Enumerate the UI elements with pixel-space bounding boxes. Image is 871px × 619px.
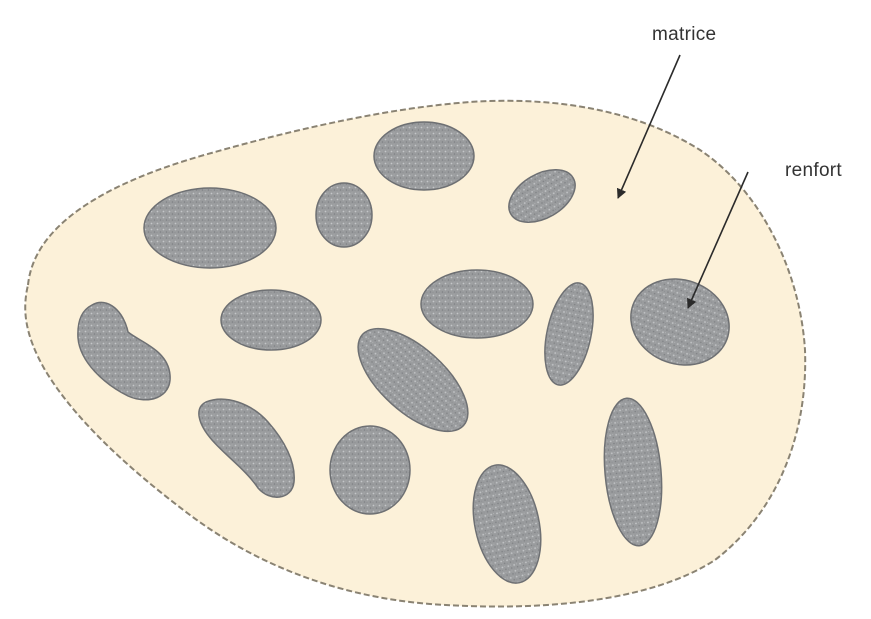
particle: [316, 183, 372, 247]
particle: [330, 426, 410, 514]
reinforcement-label: renfort: [785, 160, 842, 181]
particle: [374, 122, 474, 190]
matrix-label: matrice: [652, 24, 716, 45]
particle: [144, 188, 276, 268]
particle: [221, 290, 321, 350]
particle: [421, 270, 533, 338]
